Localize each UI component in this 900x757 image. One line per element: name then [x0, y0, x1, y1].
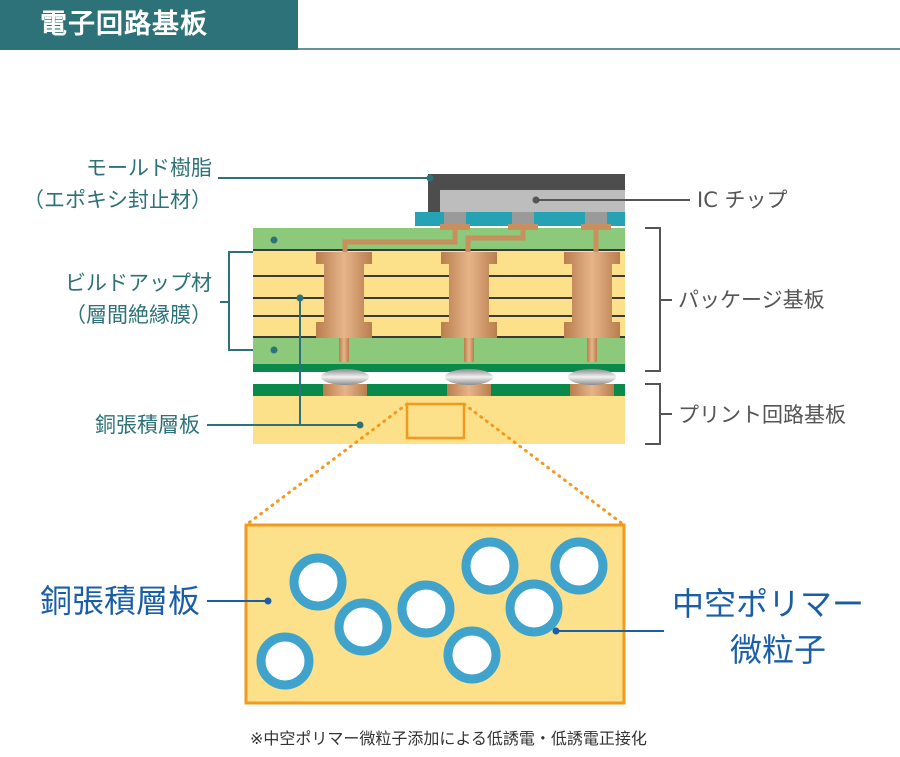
core-layer [253, 250, 625, 337]
label-mold-resin-1: モールド樹脂 [86, 156, 212, 180]
pad [581, 224, 611, 230]
through-via [316, 252, 372, 338]
hollow-particle [461, 537, 519, 595]
pcb-top-layer [253, 384, 625, 396]
left-leaders [207, 174, 434, 429]
label-ccl: 銅張積層板 [95, 413, 200, 437]
hollow-particle [256, 632, 314, 690]
hollow-particle [289, 553, 347, 611]
label-package-substrate: パッケージ基板 [678, 288, 825, 312]
zoom-line [462, 402, 626, 527]
micro-bump [512, 212, 534, 226]
hollow-particle [443, 626, 501, 684]
zoom-source-box [405, 402, 466, 440]
pcb-pad [570, 384, 614, 396]
leader-dot [296, 294, 304, 302]
solder-ball [321, 369, 369, 385]
microvia [339, 338, 349, 362]
micro-bump [585, 212, 607, 226]
zoom-indicator [244, 402, 626, 527]
hollow-particle [505, 579, 563, 637]
pcb-pad [323, 384, 367, 396]
zoom-line [244, 402, 409, 527]
hollow-particle [334, 598, 392, 656]
label-hollow-polymer-2: 微粒子 [730, 631, 827, 669]
leader-dot [426, 174, 434, 182]
solder-balls [321, 369, 616, 385]
through-via [564, 252, 620, 338]
footnote: ※中空ポリマー微粒子添加による低誘電・低誘電正接化 [250, 729, 647, 748]
microvia [587, 338, 597, 362]
label-ic-chip: IC チップ [697, 188, 788, 212]
label-buildup-1: ビルドアップ材 [65, 271, 212, 295]
package-substrate [253, 228, 625, 372]
solder-resist-layer [253, 364, 625, 372]
label-ccl-large: 銅張積層板 [39, 582, 200, 620]
leader-dot [532, 196, 540, 204]
buildup-bracket [228, 251, 253, 351]
copper-vias [316, 230, 620, 396]
label-hollow-polymer-1: 中空ポリマー [672, 585, 865, 623]
leader-dot [270, 346, 278, 354]
hollow-particle [397, 580, 455, 638]
microvia [464, 338, 474, 362]
ic-package [415, 174, 625, 230]
right-leaders [532, 196, 690, 445]
pcb-bracket [645, 383, 661, 445]
label-buildup-2: （層間絶縁膜） [65, 303, 212, 327]
enlarged-ccl [244, 523, 626, 705]
micro-bump [444, 212, 466, 226]
redistribution-trace [465, 230, 526, 252]
pad [508, 224, 538, 230]
leader-dot [356, 421, 364, 429]
ic-chip [440, 190, 625, 212]
printed-circuit-board [253, 384, 625, 444]
label-mold-resin-2: （エポキシ封止材） [23, 188, 212, 212]
leader-dot [264, 597, 272, 605]
solder-ball [568, 369, 616, 385]
solder-ball [445, 369, 493, 385]
package-bracket [645, 227, 661, 372]
pad [440, 224, 470, 230]
page-title: 電子回路基板 [0, 0, 298, 50]
label-pcb: プリント回路基板 [678, 403, 846, 427]
through-via [441, 252, 497, 338]
leader-dot [270, 236, 278, 244]
redistribution-trace [342, 230, 458, 252]
hollow-particle [550, 537, 608, 595]
pcb-pad [447, 384, 491, 396]
leader-dot [552, 627, 560, 635]
enlarged-leaders [207, 597, 664, 635]
